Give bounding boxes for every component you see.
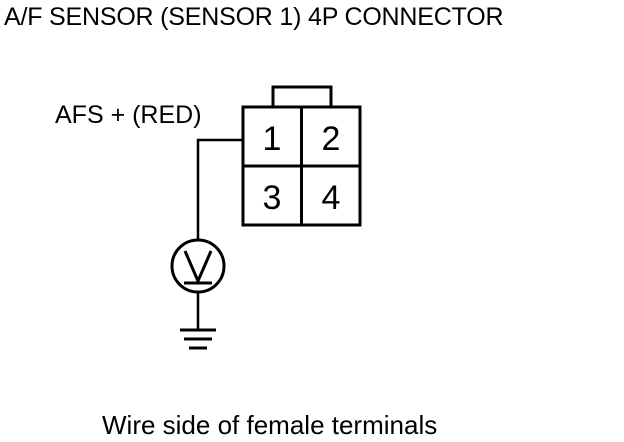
- diagram-title: A/F SENSOR (SENSOR 1) 4P CONNECTOR: [4, 3, 504, 31]
- connector-latch: [271, 85, 333, 107]
- pin-3: 3: [263, 179, 282, 217]
- pin-2: 2: [322, 120, 341, 158]
- wire-label-afs: AFS + (RED): [55, 101, 202, 129]
- caption-wire-side: Wire side of female terminals: [102, 410, 438, 440]
- connector-4p: 1 2 3 4: [241, 105, 362, 227]
- voltmeter-icon: [170, 238, 226, 294]
- probe-wire: [196, 138, 243, 240]
- pin-1: 1: [263, 120, 282, 158]
- ground-icon: [180, 328, 216, 350]
- pin-4: 4: [322, 179, 341, 217]
